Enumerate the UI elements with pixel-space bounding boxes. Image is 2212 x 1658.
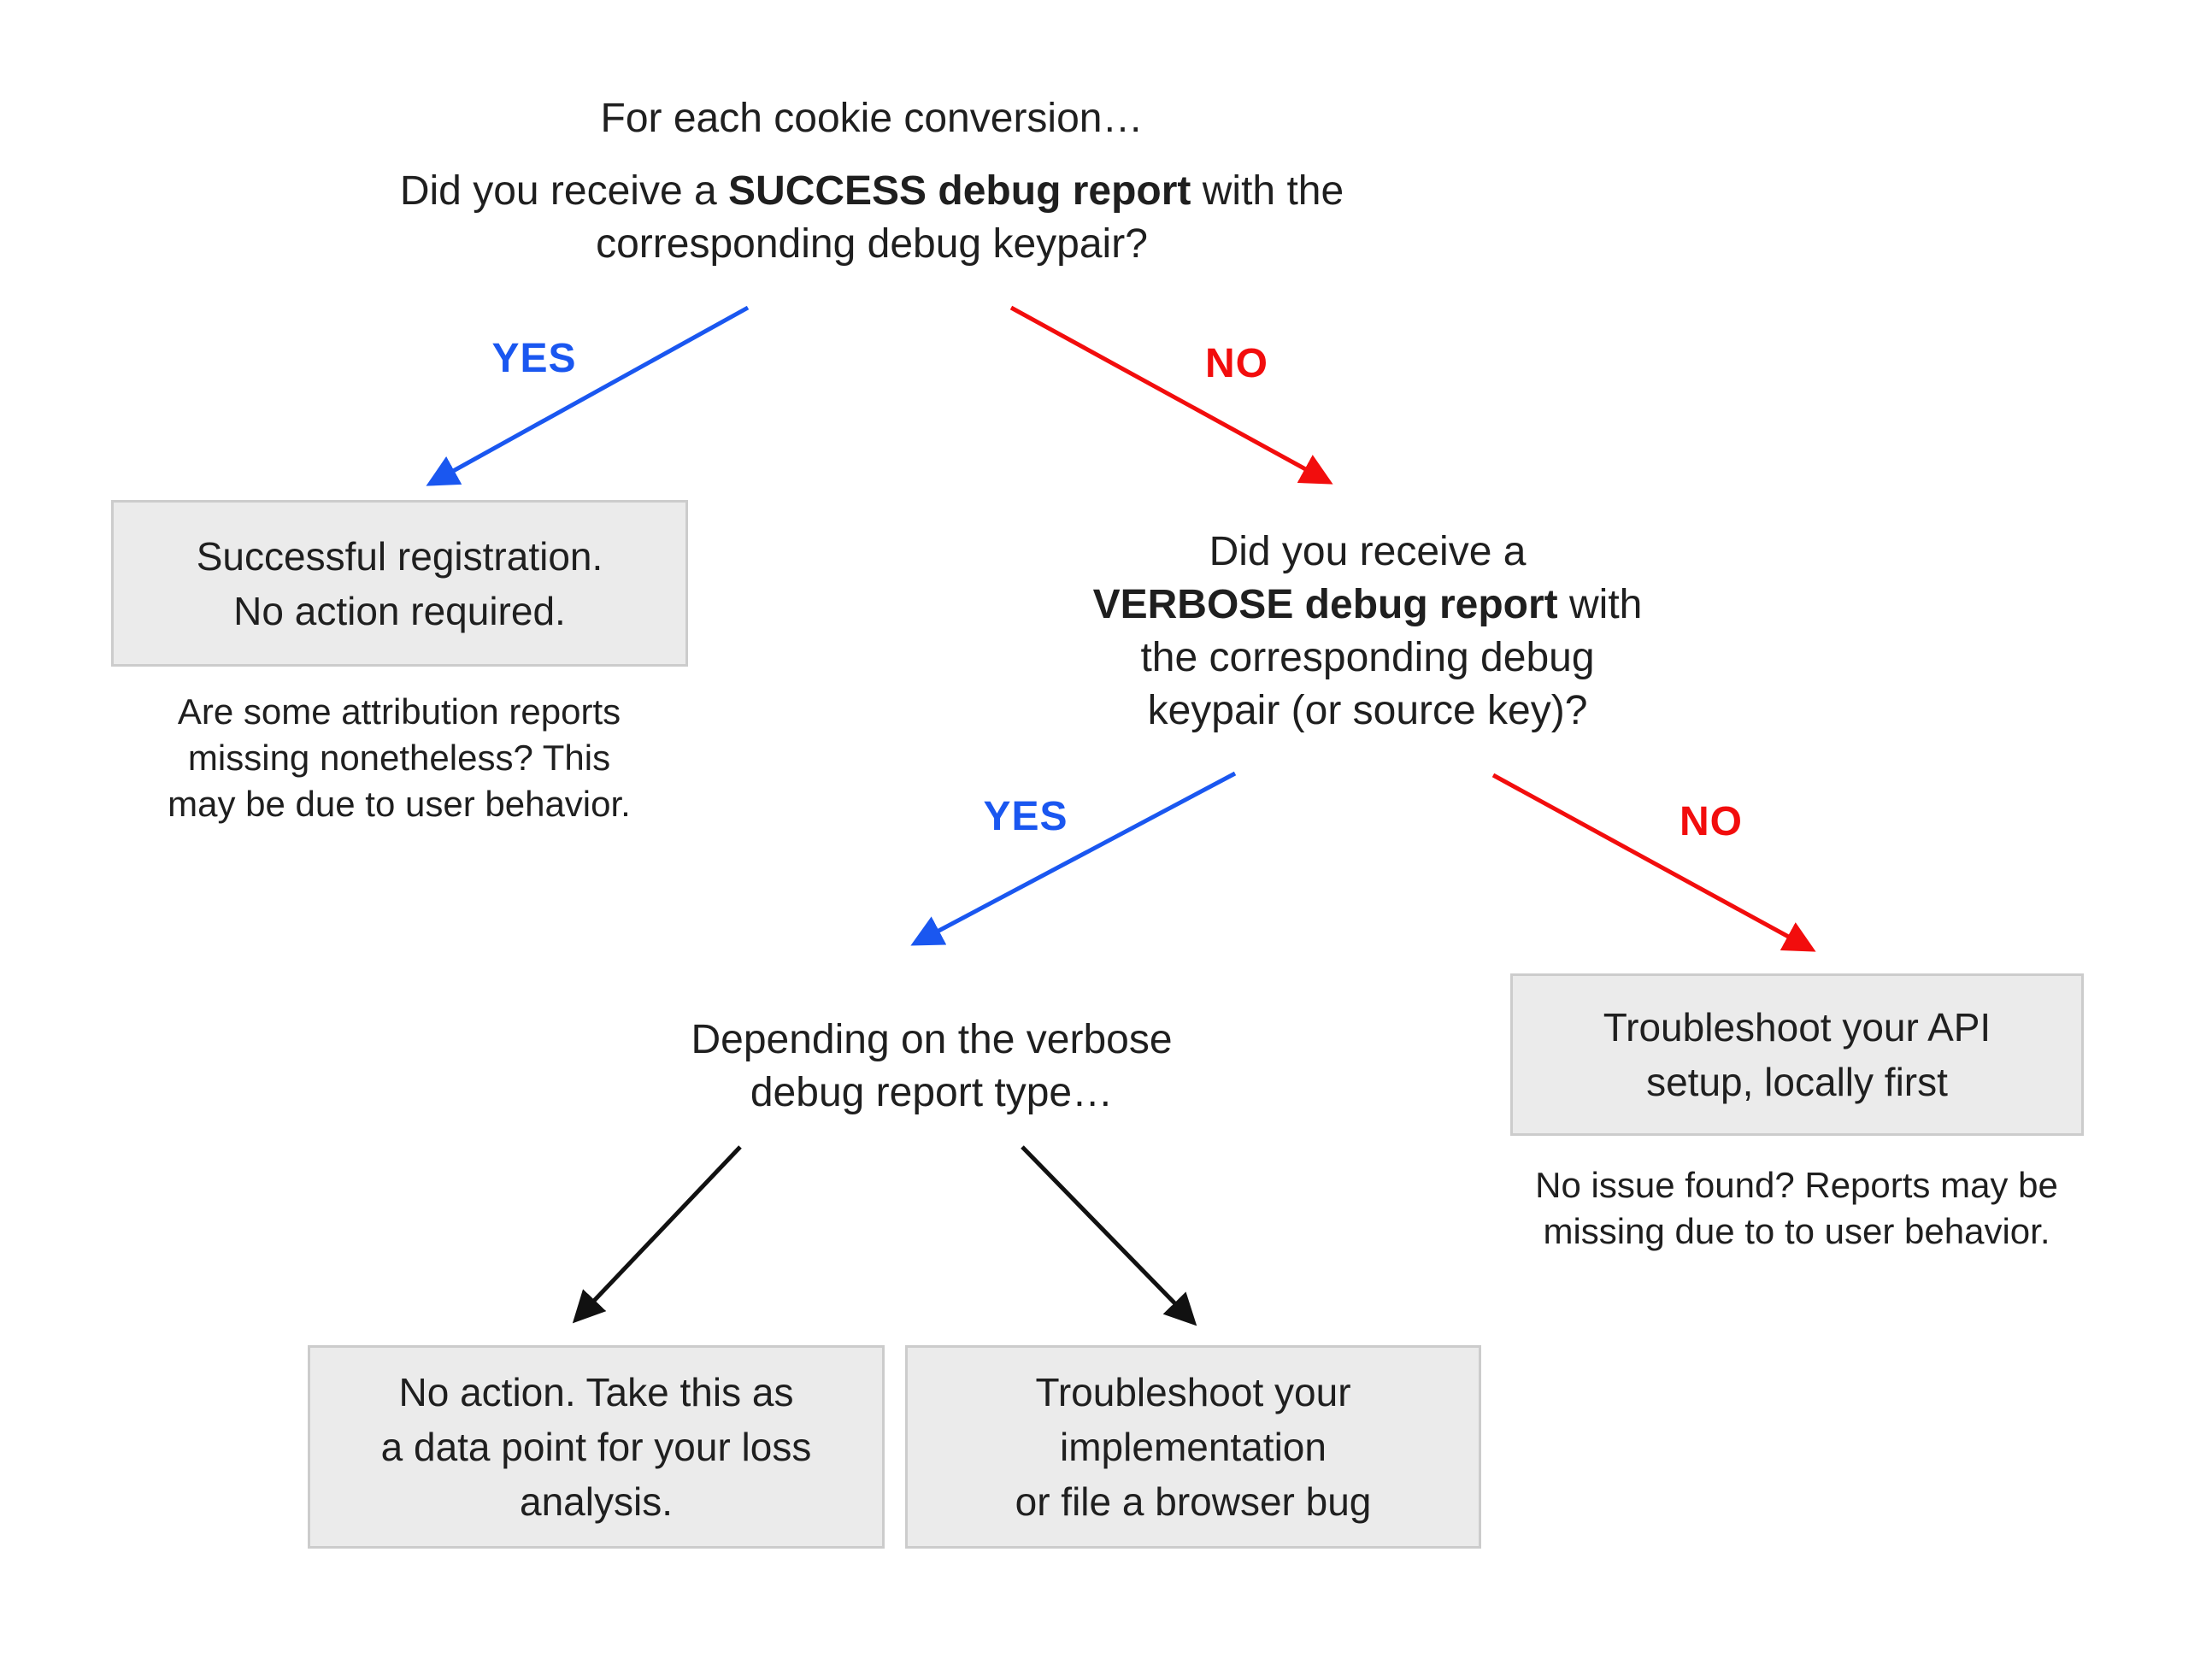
api-setup-note: No issue found? Reports may be missing d… — [1535, 1165, 2058, 1251]
no-arrow-1 — [1009, 305, 1333, 485]
question-success-report: Did you receive a SUCCESS debug report w… — [188, 165, 1556, 271]
yes-arrow-1 — [426, 305, 750, 486]
branch-arrow-left — [572, 1145, 742, 1324]
implementation-box: Troubleshoot your implementation or file… — [905, 1345, 1481, 1549]
api-setup-box: Troubleshoot your API setup, locally fir… — [1510, 973, 2084, 1136]
yes-label-1: YES — [491, 336, 577, 381]
question-line: VERBOSE debug report with — [1092, 582, 1643, 627]
success-note: Are some attribution reports missing non… — [168, 691, 631, 824]
no-label-1: NO — [1205, 341, 1268, 386]
question-line: Did you receive a SUCCESS debug report w… — [399, 168, 1344, 214]
question-line: corresponding debug keypair? — [596, 221, 1148, 267]
depending-text: Depending on the verbose debug report ty… — [691, 1017, 1173, 1115]
success-box: Successful registration. No action requi… — [111, 500, 688, 667]
loss-analysis-box-text: No action. Take this as a data point for… — [380, 1370, 812, 1524]
flow-title: For each cookie conversion… — [600, 96, 1144, 141]
branch-arrow-right — [1021, 1145, 1197, 1326]
implementation-box-text: Troubleshoot your implementation or file… — [1015, 1370, 1372, 1524]
api-setup-box-text: Troubleshoot your API setup, locally fir… — [1603, 1005, 1991, 1104]
loss-analysis-box: No action. Take this as a data point for… — [308, 1345, 885, 1549]
success-box-text: Successful registration. No action requi… — [196, 533, 603, 633]
question-verbose-report: Did you receive a VERBOSE debug report w… — [983, 526, 1752, 738]
yes-label-2: YES — [983, 794, 1068, 839]
no-label-2: NO — [1680, 799, 1743, 844]
